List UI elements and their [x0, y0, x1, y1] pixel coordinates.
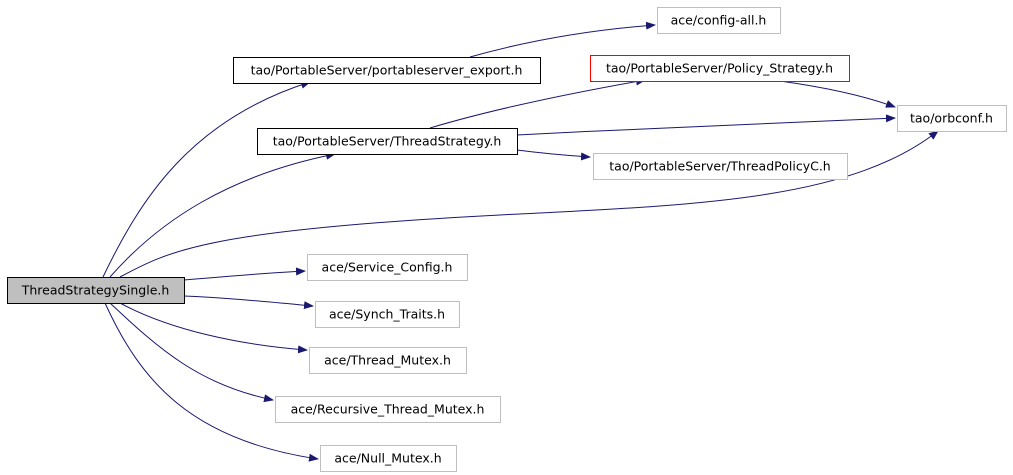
node-svc[interactable]: ace/Service_Config.h	[307, 254, 468, 281]
node-pse[interactable]: tao/PortableServer/portableserver_export…	[233, 57, 541, 84]
nodes: ThreadStrategySingle.h tao/PortableServer…	[7, 7, 1007, 472]
node-label: ace/Service_Config.h	[322, 260, 453, 275]
node-box	[590, 55, 850, 82]
edge-root-to-thm	[119, 302, 308, 354]
edge-ts-to-orb	[516, 114, 896, 136]
node-nul[interactable]: ace/Null_Mutex.h	[320, 445, 457, 472]
edge-root-to-pse	[102, 80, 311, 278]
node-box	[315, 301, 460, 328]
edge-root-to-ts	[109, 151, 336, 278]
node-rtm[interactable]: ace/Recursive_Thread_Mutex.h	[275, 396, 501, 423]
node-root: ThreadStrategySingle.h	[7, 277, 185, 304]
edge-ts-to-tpc	[516, 149, 591, 161]
node-tpc[interactable]: tao/PortableServer/ThreadPolicyC.h	[593, 153, 848, 180]
node-label: ace/config-all.h	[671, 13, 767, 28]
edge-root-to-nul	[104, 302, 319, 462]
node-orb[interactable]: tao/orbconf.h	[897, 105, 1007, 132]
edge-root-to-rtm	[109, 302, 274, 403]
node-box	[233, 57, 541, 84]
edge-root-to-syn	[183, 295, 314, 310]
node-box	[307, 254, 468, 281]
edge-pse-to-cfg	[469, 21, 656, 58]
node-box	[257, 128, 518, 155]
node-label: ace/Recursive_Thread_Mutex.h	[291, 402, 485, 417]
node-box	[320, 445, 457, 472]
node-ts[interactable]: tao/PortableServer/ThreadStrategy.h	[257, 128, 518, 155]
node-label: ThreadStrategySingle.h	[21, 283, 170, 298]
node-box	[897, 105, 1007, 132]
node-box	[275, 396, 501, 423]
node-box	[657, 7, 781, 34]
node-label: ace/Null_Mutex.h	[334, 451, 441, 466]
edges	[102, 21, 939, 462]
edge-root-to-orb	[119, 130, 939, 278]
node-box	[309, 347, 467, 374]
node-syn[interactable]: ace/Synch_Traits.h	[315, 301, 460, 328]
edge-pol-to-orb	[779, 80, 896, 108]
node-box	[7, 277, 185, 304]
node-thm[interactable]: ace/Thread_Mutex.h	[309, 347, 467, 374]
node-pol[interactable]: tao/PortableServer/Policy_Strategy.h	[590, 55, 850, 82]
node-box	[593, 153, 848, 180]
node-label: tao/PortableServer/ThreadStrategy.h	[273, 134, 502, 149]
node-label: tao/PortableServer/portableserver_export…	[251, 63, 523, 78]
edge-ts-to-pol	[429, 77, 646, 129]
node-cfg[interactable]: ace/config-all.h	[657, 7, 781, 34]
node-label: ace/Synch_Traits.h	[329, 307, 445, 322]
edge-root-to-svc	[183, 267, 306, 281]
node-label: tao/PortableServer/ThreadPolicyC.h	[609, 159, 830, 174]
node-label: tao/PortableServer/Policy_Strategy.h	[606, 61, 833, 76]
node-label: tao/orbconf.h	[910, 111, 993, 126]
node-label: ace/Thread_Mutex.h	[324, 353, 451, 368]
